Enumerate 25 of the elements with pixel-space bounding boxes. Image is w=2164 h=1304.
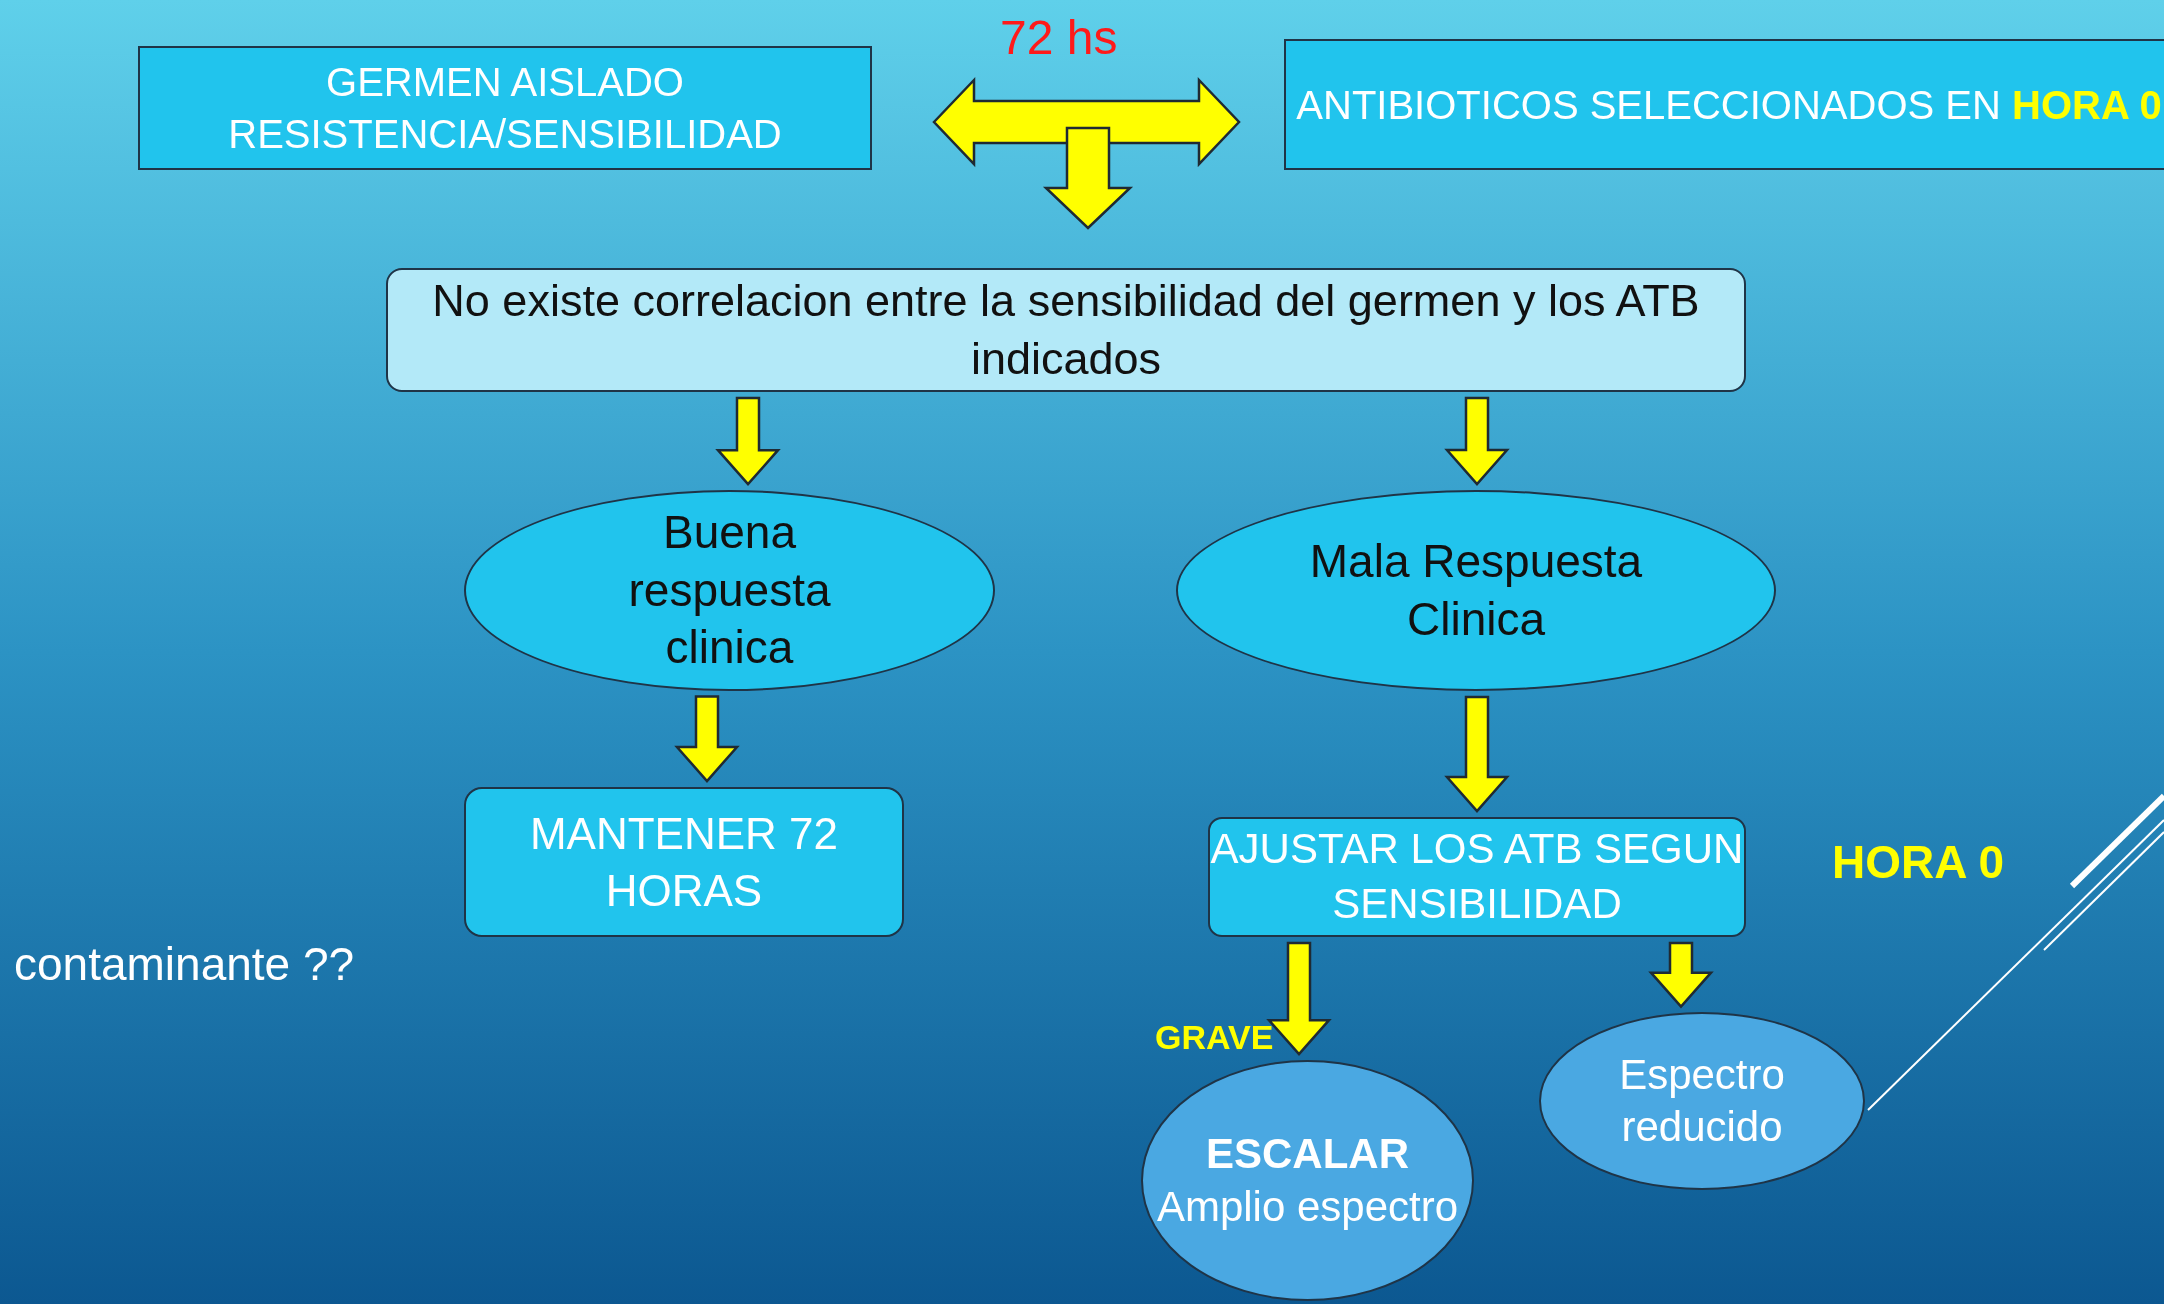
- block-arrow: [1042, 126, 1134, 230]
- arrow: [1648, 941, 1714, 1009]
- arrow: [1266, 941, 1332, 1057]
- node-text: ANTIBIOTICOS SELECCIONADOS EN HORA 0: [1296, 81, 2162, 129]
- node-text: GERMEN AISLADO RESISTENCIA/SENSIBILIDAD: [227, 59, 783, 158]
- block-arrow: [932, 76, 1241, 168]
- process-box: [138, 46, 872, 170]
- process-box: [1284, 39, 2164, 170]
- arrow: [1444, 396, 1510, 486]
- node-text: No existe correlacion entre la sensibilidad del germen y los ATB indicados: [431, 273, 1701, 386]
- arrow: [715, 396, 781, 487]
- node-text: ESCALAR: [1206, 1129, 1409, 1179]
- arrow: [674, 695, 740, 783]
- arrow: [1444, 695, 1510, 813]
- edge-label: GRAVE: [1155, 1017, 1274, 1058]
- node-text: Espectro reducido: [1618, 1049, 1786, 1152]
- node-text: Amplio espectro: [1156, 1181, 1459, 1232]
- node-text: MANTENER 72 HORAS: [528, 807, 840, 917]
- action-box: [464, 787, 904, 937]
- edge-label: 72 hs: [1000, 10, 1118, 66]
- time-label: HORA 0: [1832, 835, 2005, 890]
- node-text: Buena respuesta clinica: [627, 505, 832, 676]
- node-text: AJUSTAR LOS ATB SEGUN SENSIBILIDAD: [1210, 824, 1744, 929]
- node-text: Mala Respuesta Clinica: [1308, 534, 1644, 647]
- note-text: contaminante ??: [14, 937, 355, 992]
